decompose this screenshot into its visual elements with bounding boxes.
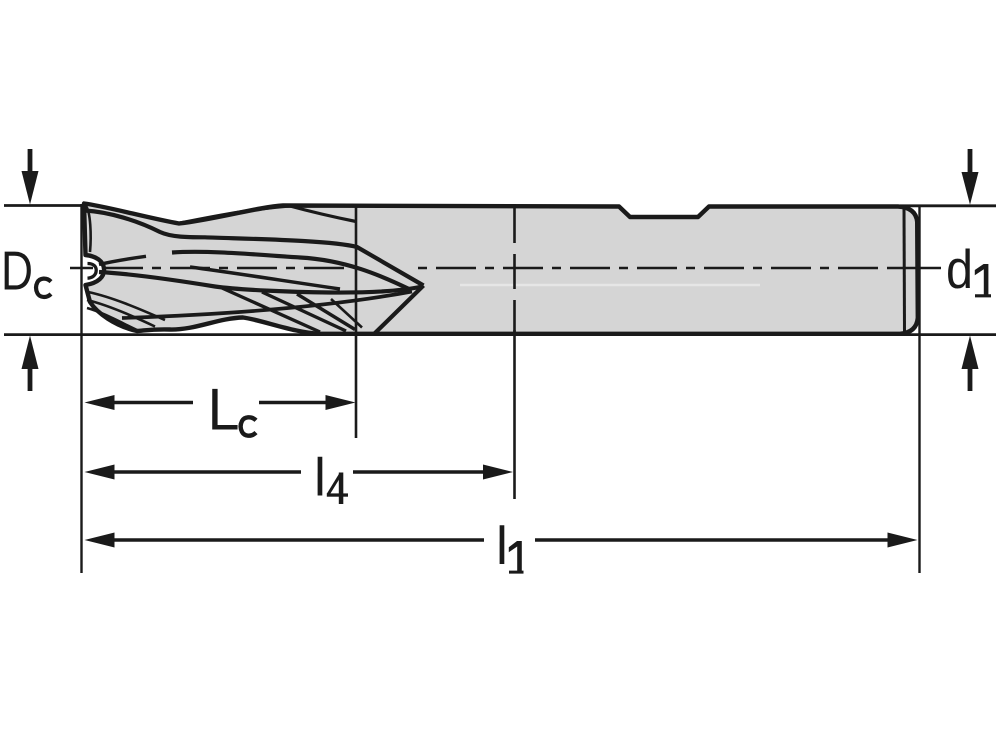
svg-text:D: D	[1, 240, 33, 302]
svg-text:d: d	[946, 239, 973, 300]
svg-text:l: l	[314, 449, 326, 508]
svg-text:l: l	[496, 517, 508, 576]
svg-text:L: L	[207, 377, 239, 443]
